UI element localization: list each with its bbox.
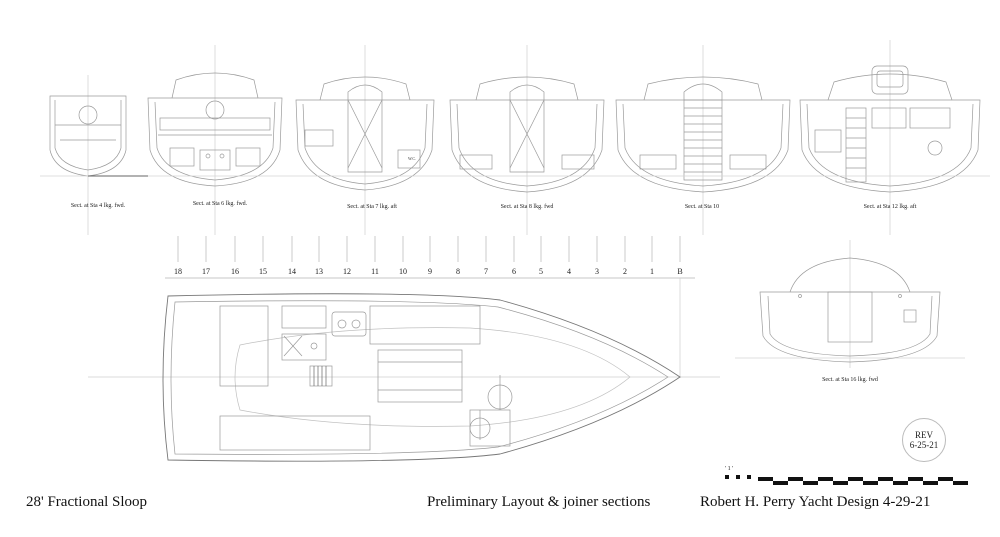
station-number: 5 bbox=[539, 267, 543, 276]
station-ticks bbox=[165, 236, 695, 378]
station-number: 10 bbox=[399, 267, 407, 276]
station-number: 14 bbox=[288, 267, 296, 276]
section-sta-6 bbox=[147, 45, 283, 235]
drawing-title: Preliminary Layout & joiner sections bbox=[427, 494, 651, 510]
station-number: 6 bbox=[512, 267, 516, 276]
scale-label: ' 1 ' bbox=[725, 466, 734, 472]
section-sta-7 bbox=[295, 45, 435, 235]
station-number: 7 bbox=[484, 267, 488, 276]
wc-label: W.C. bbox=[408, 156, 416, 161]
revision-label: REV bbox=[915, 430, 933, 440]
station-number: 8 bbox=[456, 267, 460, 276]
station-number: 9 bbox=[428, 267, 432, 276]
boat-title: 28' Fractional Sloop bbox=[26, 494, 148, 510]
section-label-sta-10: Sect. at Sta 10 bbox=[684, 204, 720, 210]
section-label-sta-8: Sect. at Sta 8 lkg. fwd bbox=[500, 204, 554, 210]
section-label-sta-4: Sect. at Sta 4 lkg. fwd. bbox=[70, 203, 126, 209]
revision-date: 6-25-21 bbox=[909, 440, 939, 450]
station-number: 15 bbox=[259, 267, 267, 276]
station-number: 17 bbox=[202, 267, 210, 276]
designer-title: Robert H. Perry Yacht Design 4-29-21 bbox=[700, 494, 931, 510]
station-number: 11 bbox=[371, 267, 379, 276]
station-number: 18 bbox=[174, 267, 182, 276]
section-sta-16 bbox=[735, 240, 965, 368]
section-sta-10 bbox=[615, 45, 791, 235]
scale-bar bbox=[725, 475, 968, 485]
station-number: 3 bbox=[595, 267, 599, 276]
section-sta-4 bbox=[49, 75, 127, 235]
section-label-sta-12: Sect. at Sta 12 lkg. aft bbox=[863, 204, 917, 210]
station-number: 1 bbox=[650, 267, 654, 276]
station-number: 2 bbox=[623, 267, 627, 276]
station-number: 16 bbox=[231, 267, 239, 276]
section-label-sta-6: Sect. at Sta 6 lkg. fwd. bbox=[192, 201, 248, 207]
station-number: B bbox=[677, 267, 683, 276]
station-number: 12 bbox=[343, 267, 351, 276]
station-number: 4 bbox=[567, 267, 571, 276]
section-sta-8 bbox=[449, 45, 605, 235]
section-label-sta-16: Sect. at Sta 16 lkg. fwd bbox=[822, 377, 878, 383]
plan-view bbox=[88, 293, 720, 462]
revision-stamp: REV 6-25-21 bbox=[902, 418, 946, 462]
section-label-sta-7: Sect. at Sta 7 lkg. aft bbox=[347, 204, 397, 210]
section-sta-12 bbox=[799, 40, 981, 235]
station-number: 13 bbox=[315, 267, 323, 276]
